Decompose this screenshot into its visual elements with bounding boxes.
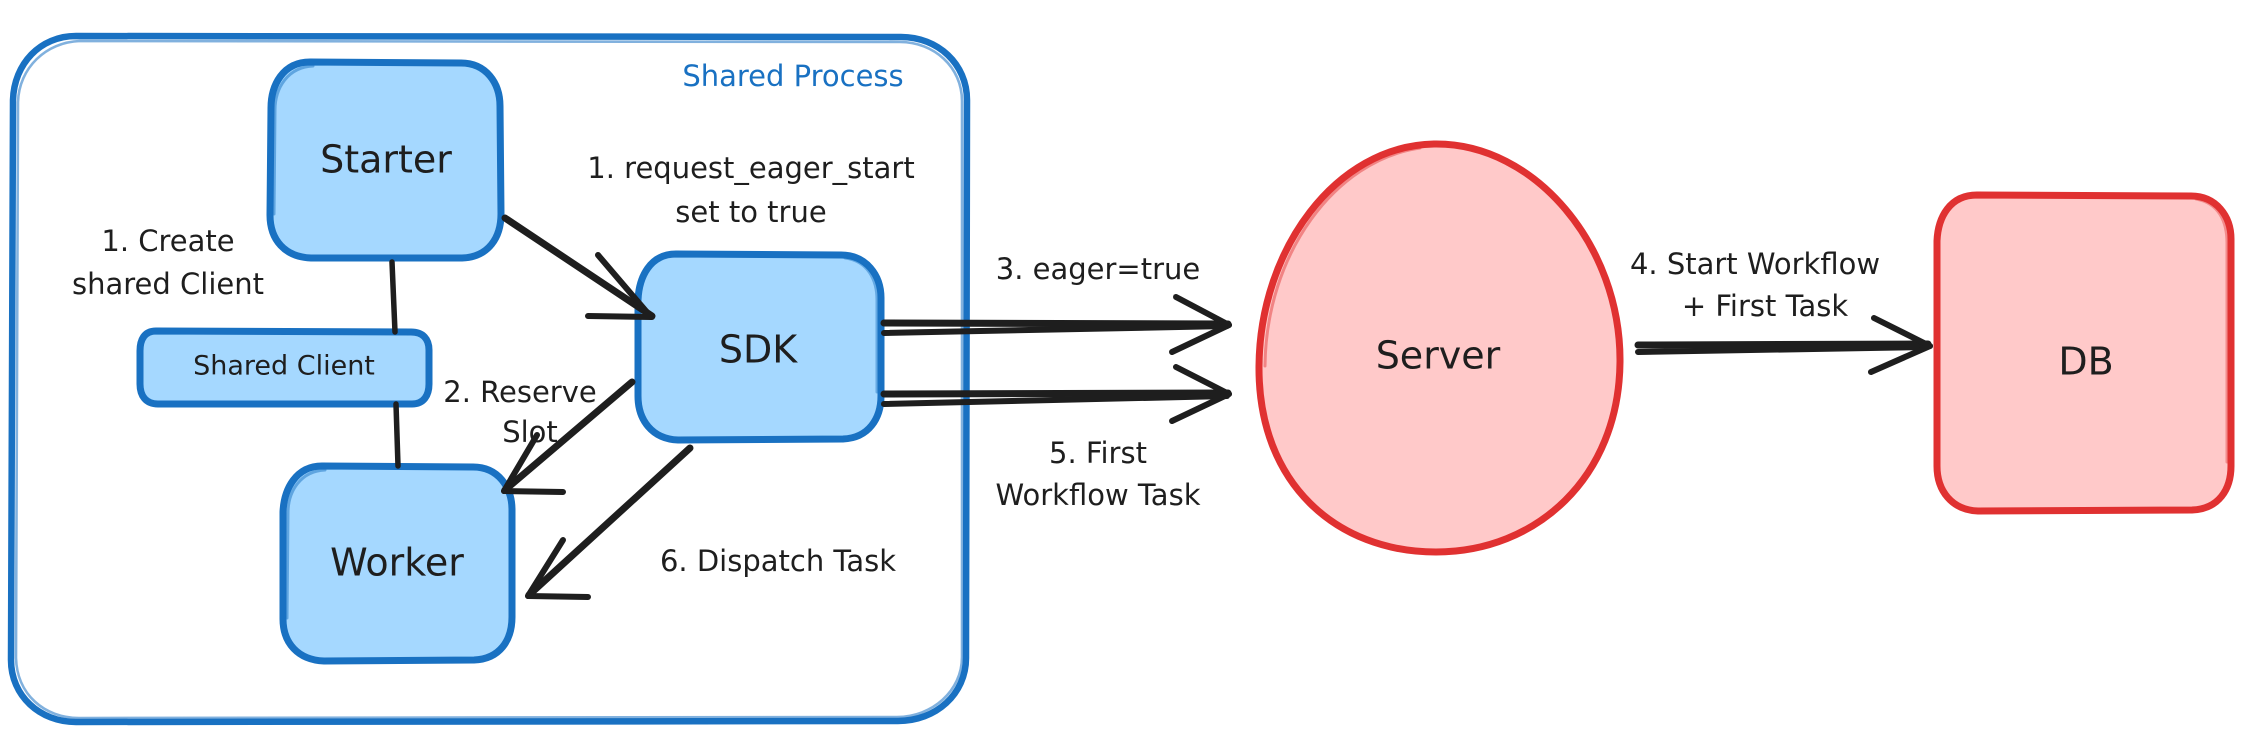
shared-process-label: Shared Process: [682, 59, 903, 93]
edge-request-eager-start[interactable]: 1. request_eager_start set to true: [501, 151, 915, 320]
edge-create-shared-client-label-line1: 1. Create: [101, 224, 234, 258]
node-worker-label: Worker: [330, 541, 464, 585]
edge-shared-client-worker[interactable]: [393, 401, 401, 469]
edge-reserve-slot-label-line1: 2. Reserve: [443, 375, 596, 409]
edge-start-workflow-label-line2: + First Task: [1682, 289, 1849, 323]
edge-first-workflow-task[interactable]: 5. First Workflow Task: [880, 364, 1232, 512]
edge-dispatch-task-label-line1: 6. Dispatch Task: [660, 544, 896, 578]
shared-process-frame[interactable]: Shared Process: [7, 32, 971, 726]
edge-reserve-slot-label-line2: Slot: [502, 415, 558, 449]
edge-first-workflow-task-label-line2: Workflow Task: [996, 478, 1201, 512]
edge-eager-true-label: 3. eager=true: [996, 252, 1201, 286]
edge-reserve-slot[interactable]: 2. Reserve Slot: [443, 375, 636, 495]
node-db[interactable]: DB: [1933, 191, 2235, 515]
node-db-label: DB: [2058, 340, 2113, 384]
edge-start-workflow-label-line1: 4. Start Workflow: [1630, 247, 1880, 281]
node-starter[interactable]: Starter: [266, 58, 505, 262]
edge-request-eager-start-label-line1: 1. request_eager_start: [587, 151, 914, 185]
edge-first-workflow-task-label-line1: 5. First: [1049, 436, 1147, 470]
node-shared-client-label: Shared Client: [193, 351, 375, 382]
node-shared-client[interactable]: Shared Client: [136, 327, 433, 408]
node-worker[interactable]: Worker: [279, 462, 516, 665]
edge-create-shared-client[interactable]: 1. Create shared Client: [72, 224, 398, 335]
edge-dispatch-task[interactable]: 6. Dispatch Task: [525, 444, 896, 600]
node-starter-label: Starter: [320, 138, 452, 182]
node-server-label: Server: [1376, 334, 1501, 378]
node-sdk[interactable]: SDK: [634, 250, 885, 444]
node-sdk-label: SDK: [719, 328, 798, 372]
edge-eager-true[interactable]: 3. eager=true: [880, 252, 1232, 355]
edge-create-shared-client-label-line2: shared Client: [72, 267, 264, 301]
node-server[interactable]: Server: [1255, 140, 1624, 556]
edge-request-eager-start-label-line2: set to true: [675, 195, 826, 229]
edge-start-workflow[interactable]: 4. Start Workflow + First Task: [1630, 247, 1933, 375]
